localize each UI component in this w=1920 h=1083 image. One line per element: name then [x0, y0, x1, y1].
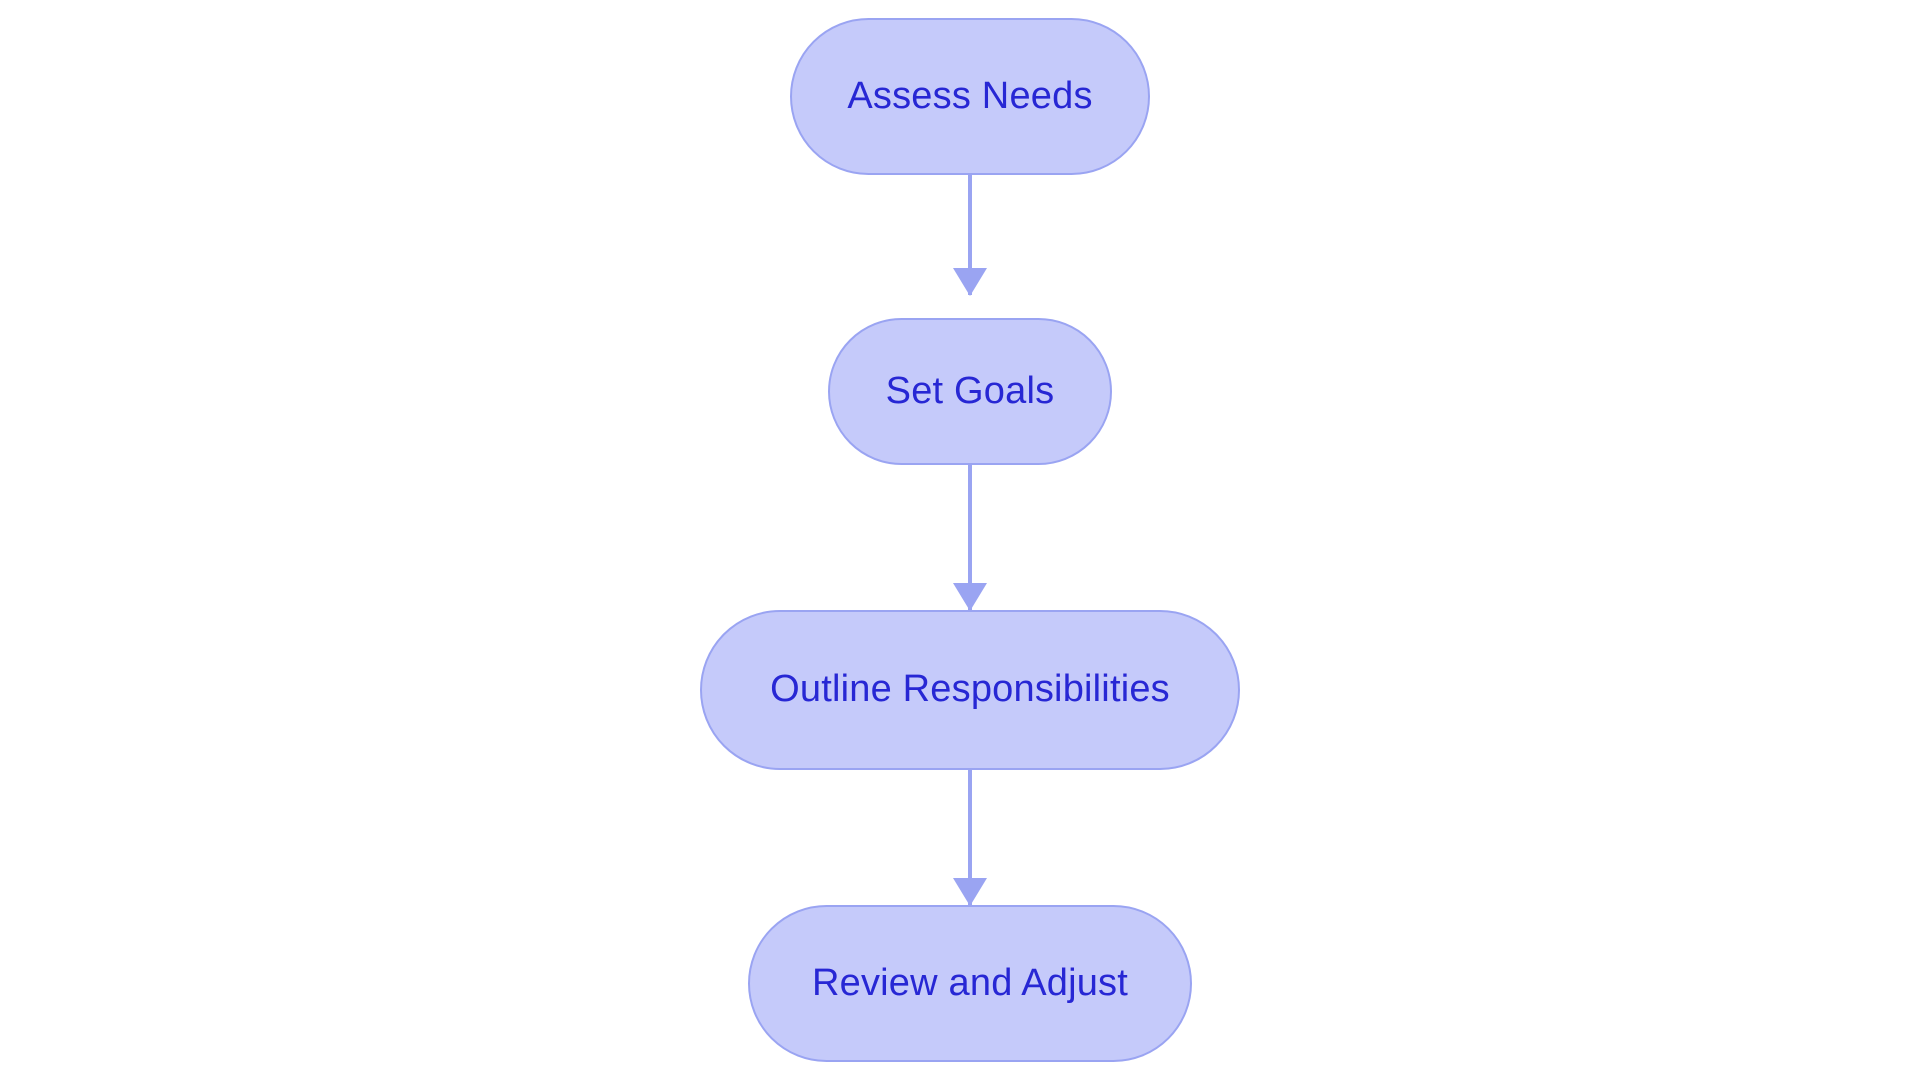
down-arrow-icon	[953, 878, 987, 906]
flow-node-outline-responsibilities[interactable]: Outline Responsibilities	[700, 610, 1240, 770]
flow-node-label: Review and Adjust	[811, 961, 1129, 1004]
connector-line	[968, 770, 972, 905]
connector-line	[968, 465, 972, 610]
flow-connector-assess-needs-to-set-goals	[953, 175, 987, 296]
flow-node-label: Set Goals	[885, 369, 1055, 412]
flow-node-label: Outline Responsibilities	[770, 668, 1170, 711]
down-arrow-icon	[953, 583, 987, 611]
flow-connector-set-goals-to-outline-responsibilities	[953, 465, 987, 611]
connector-line	[968, 175, 972, 295]
flow-node-review-and-adjust[interactable]: Review and Adjust	[748, 905, 1192, 1062]
flow-node-label: Assess Needs	[847, 74, 1093, 117]
flow-connector-outline-responsibilities-to-review-and-adjust	[953, 770, 987, 906]
down-arrow-icon	[953, 268, 987, 296]
flow-node-set-goals[interactable]: Set Goals	[828, 318, 1112, 465]
flow-node-assess-needs[interactable]: Assess Needs	[790, 18, 1150, 175]
